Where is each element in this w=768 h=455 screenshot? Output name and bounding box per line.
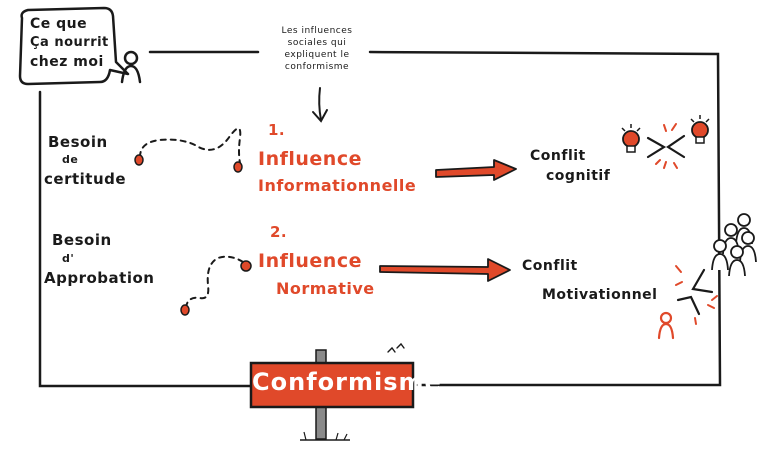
need-2-word: Besoin (52, 231, 112, 249)
bubble-text: Ce que Ça nourrit chez moi (30, 16, 116, 76)
birds-icon (387, 342, 405, 353)
individual-icon (657, 311, 675, 340)
influence-1-type: Informationnelle (258, 176, 417, 195)
need-1-word: Besoin (48, 133, 108, 151)
influence-1-number: 1. (268, 121, 286, 139)
conflict-1-word: Conflit (530, 148, 586, 164)
bubble-line-1: Ce que (30, 16, 88, 32)
need-2-label: Approbation (44, 269, 155, 287)
lightbulb-icon-left (621, 124, 641, 153)
dashed-path-1 (139, 127, 242, 164)
person-icon (120, 50, 142, 84)
start-dot-1 (134, 154, 144, 166)
arrow-2 (379, 258, 511, 282)
lightbulb-icon-right (690, 115, 710, 144)
clash-icon (646, 123, 686, 169)
frame (38, 50, 722, 388)
bubble-line-3: chez moi (30, 54, 104, 70)
influence-2-number: 2. (270, 223, 288, 241)
conflict-1-type: cognitif (546, 168, 611, 184)
down-arrow-icon (312, 87, 328, 123)
influence-2-word: Influence (258, 250, 362, 272)
need-2-connector: d' (62, 252, 75, 265)
conformisme-sign-label: Conformisme (252, 368, 442, 396)
bubble-line-2: Ça nourrit (30, 35, 109, 50)
conflict-2-word: Conflit (522, 258, 578, 274)
note-line-2: sociales qui (287, 38, 347, 48)
start-dot-2 (240, 260, 252, 272)
sign-board (249, 361, 415, 409)
need-1-connector: de (62, 153, 79, 166)
note-line-3: expliquent le (284, 50, 350, 60)
need-1-label: certitude (44, 170, 127, 188)
conflict-2-type: Motivationnel (542, 287, 658, 303)
end-dot-1 (233, 161, 243, 173)
note-line-4: conformisme (284, 62, 350, 72)
influence-1-word: Influence (258, 148, 362, 170)
note-line-1: Les influences (281, 26, 353, 36)
influence-2-type: Normative (276, 279, 375, 298)
tension-icon (675, 265, 718, 325)
intro-note: Les influences sociales qui expliquent l… (262, 26, 372, 78)
arrow-1 (435, 159, 517, 181)
dashed-path-2 (185, 255, 244, 308)
crowd-icon (711, 213, 757, 277)
speech-bubble (18, 6, 130, 86)
end-dot-2 (180, 304, 190, 316)
